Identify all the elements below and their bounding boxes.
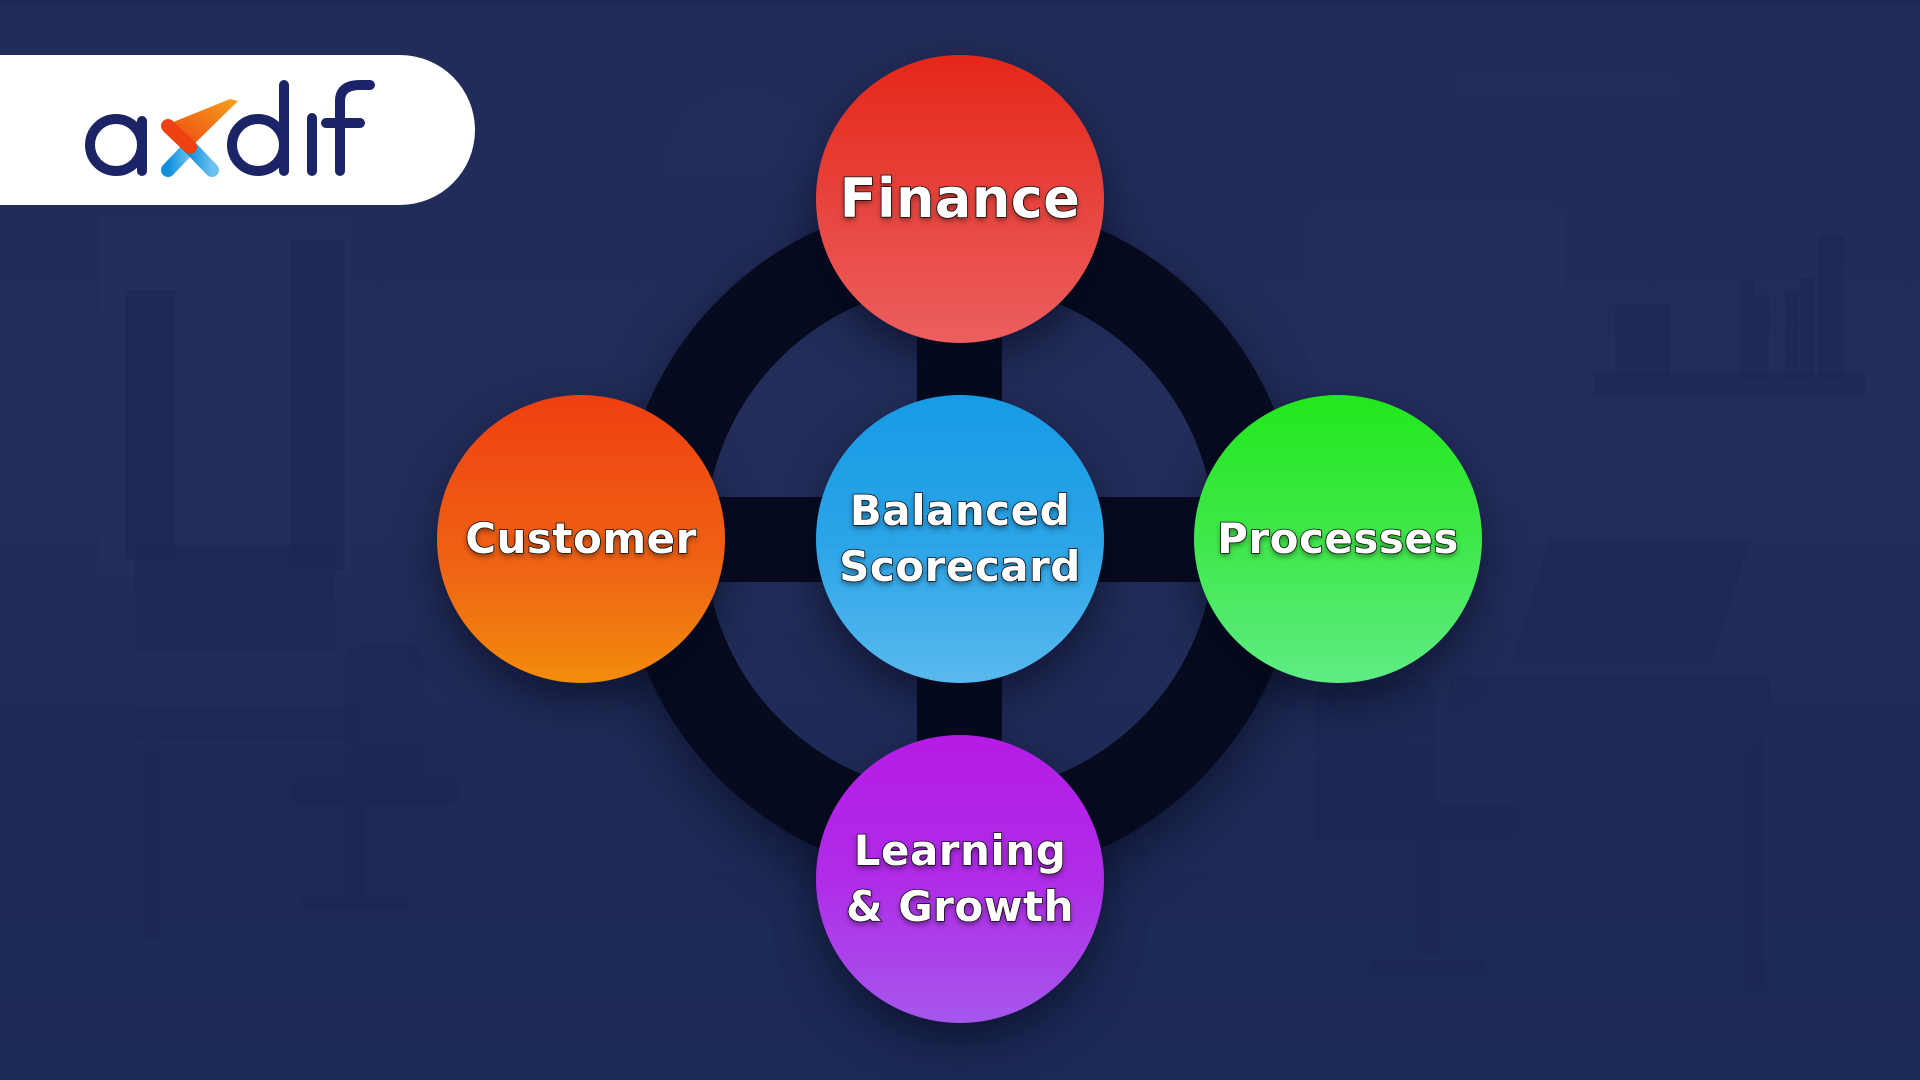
lamp-silhouette <box>665 90 825 170</box>
plant-pot <box>1615 305 1670 377</box>
node-processes[interactable]: Processes <box>1194 395 1482 683</box>
bookcase-silhouette <box>100 215 350 575</box>
node-label: Finance <box>839 167 1081 230</box>
book <box>1755 295 1769 380</box>
node-balanced-scorecard[interactable]: Balanced Scorecard <box>816 395 1104 683</box>
desk-silhouette <box>1450 675 1770 730</box>
book <box>1740 280 1754 380</box>
chair-base <box>1370 960 1485 974</box>
bookcase-shelf <box>290 240 345 570</box>
bookcase-shelf <box>125 290 175 560</box>
node-learning-growth[interactable]: Learning & Growth <box>816 735 1104 1023</box>
ceiling-light <box>1455 75 1677 95</box>
wall-shelf <box>1595 373 1865 395</box>
logo-banner: axdif <box>0 55 475 205</box>
desk-leg <box>1745 730 1763 990</box>
node-label: Balanced Scorecard <box>838 485 1081 592</box>
node-label: Customer <box>464 513 697 564</box>
desk-leg <box>145 740 159 940</box>
binder <box>1818 235 1844 380</box>
node-label: Processes <box>1216 513 1459 564</box>
chair-base <box>300 895 410 909</box>
chair-silhouette <box>345 645 425 795</box>
chair-stem <box>1418 840 1440 955</box>
desk-silhouette <box>130 708 360 740</box>
laptop-silhouette <box>1509 540 1751 665</box>
chair-stem <box>345 805 365 895</box>
node-label: Learning & Growth <box>845 825 1075 932</box>
axdif-logo <box>85 80 375 177</box>
node-customer[interactable]: Customer <box>437 395 725 683</box>
chair-seat <box>1330 805 1520 839</box>
node-finance[interactable]: Finance <box>816 55 1104 343</box>
book <box>1785 290 1799 380</box>
book <box>1800 278 1814 380</box>
monitor-silhouette <box>135 545 335 650</box>
chair-silhouette <box>1315 680 1435 840</box>
chair-seat <box>290 775 460 805</box>
